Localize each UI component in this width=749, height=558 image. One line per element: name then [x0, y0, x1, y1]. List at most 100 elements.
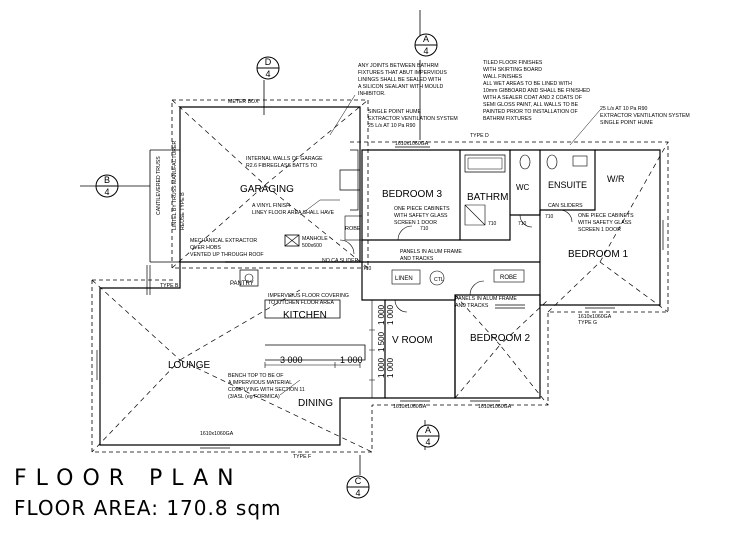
note-type-b: TYPE B [160, 283, 179, 289]
window [146, 265, 151, 295]
bedroom1-hip [547, 141, 669, 313]
note-bench-1: BENCH TOP TO BE OF [228, 373, 283, 379]
note-internal-walls-1: INTERNAL WALLS OF GARAGE [246, 156, 323, 162]
note-vinyl-1: A VINYL FINISH [252, 203, 290, 209]
note-type-d: TYPE D [470, 133, 489, 139]
hob-icon [244, 273, 254, 283]
garage-fixture [339, 149, 361, 211]
note-cansliders: CAN SLIDERS [548, 203, 583, 209]
plan-title: FLOOR PLAN [14, 466, 243, 491]
room-garaging: GARAGING [240, 184, 294, 195]
note-tiled-2: WITH SKIRTING BOARD [483, 67, 542, 73]
room-bedroom1: BEDROOM 1 [568, 249, 628, 260]
marker-b-top: B [104, 175, 110, 185]
door-swing [559, 209, 573, 223]
note-mechanical-3: VENTED UP THROUGH ROOF [190, 252, 264, 258]
ensuite-toilet-icon [546, 154, 558, 170]
note-cantilevered-truss: CANTILEVERED TRUSS [156, 156, 162, 215]
bedroom1-walls [539, 149, 661, 306]
room-dining: DINING [298, 398, 333, 409]
note-mechanical-2: OVER HOBS [190, 245, 221, 251]
note-shower2-3: SCREEN 1 DOOR [578, 227, 621, 233]
door-swing [469, 280, 485, 296]
room-robe-b2: ROBE [500, 275, 517, 281]
bathtub [464, 154, 506, 173]
robe-b3 [344, 215, 363, 241]
dim-1000: 1 000 [340, 355, 363, 365]
dim-vert-2: 1 500 [377, 331, 386, 352]
note-shower1-2: WITH SAFETY GLASS [394, 213, 448, 219]
note-joints-3: LININGS SHALL BE SEALED WITH [358, 77, 442, 83]
linen-box [391, 269, 421, 285]
note-tiled-1: TILED FLOOR FINISHES [483, 60, 543, 66]
manhole-cross [284, 234, 300, 247]
window [200, 444, 230, 449]
marker-d-bottom: 4 [265, 69, 270, 79]
living-roof-dashed [91, 279, 373, 453]
note-vinyl-2: LINEY FLOOR AREA SHALL HAVE [252, 210, 335, 216]
manhole-box [284, 234, 300, 247]
plan-floor-area: FLOOR AREA: 170.8 sqm [14, 496, 282, 520]
stove [239, 269, 259, 287]
note-panels1-1: PANELS IN ALUM FRAME [400, 249, 462, 255]
dimension-line [264, 362, 361, 368]
note-mechanical-1: MECHANICAL EXTRACTOR [190, 238, 257, 244]
marker-a-bottom: 4 [423, 46, 428, 56]
note-slider: NO CA SLIDER [322, 258, 359, 264]
note-bench-4: (3/ASL (eg FORMICA) [228, 394, 280, 400]
note-type-f: TYPE F [293, 454, 311, 460]
note-joints-2: FIXTURES THAT ABUT IMPERVIOUS [358, 70, 447, 76]
note-bench-2: A IMPERVIOUS MATERIAL [228, 380, 292, 386]
dim-710-b: 710 [488, 221, 497, 227]
note-lintel-2: REUSE TYPE B [180, 192, 186, 230]
note-tiled-3: WALL FINISHES [483, 74, 523, 80]
leader-line [569, 109, 601, 146]
window [585, 304, 615, 309]
dim-710-a: 710 [420, 226, 429, 232]
room-lounge: LOUNGE [168, 360, 211, 371]
note-ctl: CTL [434, 277, 444, 283]
roof-dashed-right [350, 141, 669, 406]
note-panels1-2: AND TRACKS [400, 256, 434, 262]
marker-d-top: D [265, 57, 272, 67]
room-ensuite: ENSUITE [548, 180, 587, 190]
room-wir: W/R [607, 174, 625, 184]
living-hip [91, 279, 373, 453]
note-extractor1-1: SINGLE POINT HUME [368, 109, 421, 115]
note-panels2-1: PANELS IN ALUM FRAME [455, 296, 517, 302]
door-swing [397, 225, 413, 241]
shower-base [464, 204, 486, 226]
note-shower1-3: SCREEN 1 DOOR [394, 220, 437, 226]
bathrm-walls [460, 149, 511, 241]
note-shower2-1: ONE PIECE CABINETS [578, 213, 634, 219]
window [400, 397, 430, 402]
dim-710-c: 710 [518, 221, 527, 227]
leader-line [279, 379, 301, 396]
marker-a2-bottom: 4 [425, 437, 430, 447]
note-manhole-1: MANHOLE [302, 236, 328, 242]
room-robe-b3: ROBE [345, 226, 361, 232]
note-extractor2-2: EXTRACTOR VENTILATION SYSTEM [600, 113, 690, 119]
note-win-b3: 1610x1060GA [395, 141, 429, 147]
dim-3000: 3 000 [280, 355, 303, 365]
window [470, 397, 500, 402]
note-shower1-1: ONE PIECE CABINETS [394, 206, 450, 212]
note-lintel-1: LINTEL BY TRUSS MANUFACTURER [172, 140, 178, 230]
dim-vert-4: 1 000 [386, 357, 395, 378]
note-meter-box: METER BOX [228, 99, 259, 105]
leader-line [299, 199, 340, 216]
note-internal-walls-2: R2.6 FIBREGLASS BATTS TO [246, 163, 317, 169]
note-tiled-6: WITH A SEALER COAT AND 2 COATS OF [483, 95, 582, 101]
note-win-v: 1610x1060GA [393, 404, 427, 410]
note-tiled-5: 10mm GIBBOARD AND SHALL BE FINISHED [483, 88, 590, 94]
note-impervious-2: TO KITCHEN FLOOR AREA [268, 300, 334, 306]
note-bench-3: COMPLYING WITH SECTION 11 [228, 387, 305, 393]
window [659, 220, 664, 250]
note-type-g-b1: TYPE G [578, 320, 597, 326]
carport-outline [149, 149, 180, 263]
marker-b-bottom: 4 [104, 187, 109, 197]
room-vroom: V ROOM [392, 335, 433, 346]
marker-c-bottom: 4 [355, 488, 360, 498]
note-extractor2-1: 25 L/s AT 10 Pa R90 [600, 106, 648, 112]
